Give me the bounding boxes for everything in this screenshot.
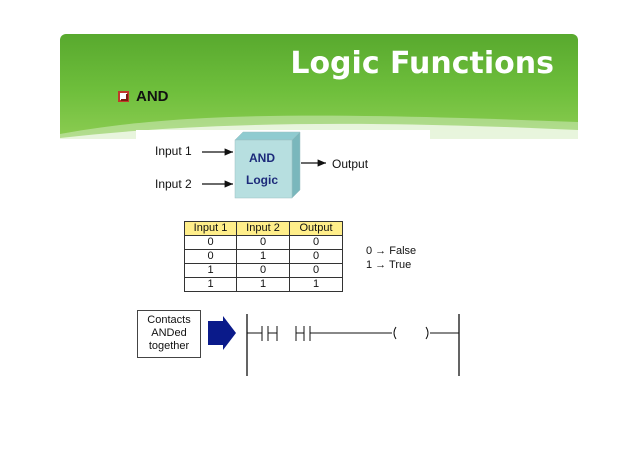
column-header: Input 1 bbox=[184, 221, 237, 236]
table-cell: 1 bbox=[236, 249, 290, 264]
slide-title: Logic Functions bbox=[290, 46, 554, 81]
coil-right-icon bbox=[425, 326, 429, 340]
cube-top bbox=[234, 131, 301, 141]
callout-line: together bbox=[148, 340, 190, 352]
table-cell: 0 bbox=[236, 235, 290, 250]
table-cell: 0 bbox=[184, 249, 237, 264]
cube-front bbox=[234, 139, 293, 199]
gate-label-top: AND bbox=[249, 151, 275, 165]
contacts-callout-box: Contacts ANDed together bbox=[137, 310, 201, 358]
title-banner: Logic Functions bbox=[60, 34, 578, 139]
table-cell: 1 bbox=[289, 277, 343, 292]
table-cell: 0 bbox=[184, 235, 237, 250]
checkbox-bullet-icon bbox=[118, 91, 129, 102]
big-blue-arrow-icon bbox=[208, 316, 236, 350]
table-row: 1 0 0 bbox=[184, 263, 343, 278]
table-cell: 0 bbox=[289, 235, 343, 250]
callout-line: ANDed bbox=[151, 327, 187, 339]
table-cell: 1 bbox=[236, 277, 290, 292]
output-label: Output bbox=[332, 157, 369, 171]
table-cell: 0 bbox=[289, 263, 343, 278]
cube-side bbox=[291, 131, 301, 199]
callout-line: Contacts bbox=[147, 314, 191, 326]
table-row: 0 0 0 bbox=[184, 235, 343, 250]
bullet-text: AND bbox=[136, 88, 169, 105]
input1-label: Input 1 bbox=[155, 144, 192, 158]
table-cell: 0 bbox=[289, 249, 343, 264]
table-cell: 1 bbox=[184, 263, 237, 278]
column-header: Output bbox=[289, 221, 343, 236]
true-legend: 1 → True bbox=[366, 259, 412, 271]
table-cell: 0 bbox=[236, 263, 290, 278]
column-header: Input 2 bbox=[236, 221, 290, 236]
gate-label-bottom: Logic bbox=[246, 173, 278, 187]
input2-label: Input 2 bbox=[155, 177, 192, 191]
table-cell: 1 bbox=[184, 277, 237, 292]
false-legend: 0 → False bbox=[366, 245, 417, 257]
table-row: 0 1 0 bbox=[184, 249, 343, 264]
truth-table: Input 1 Input 2 Output 0 0 0 0 1 0 1 0 0 bbox=[184, 221, 343, 292]
table-row: 1 1 1 bbox=[184, 277, 343, 292]
table-header-row: Input 1 Input 2 Output bbox=[184, 221, 343, 236]
coil-left-icon bbox=[393, 326, 397, 340]
bullet-item: AND bbox=[118, 88, 169, 105]
